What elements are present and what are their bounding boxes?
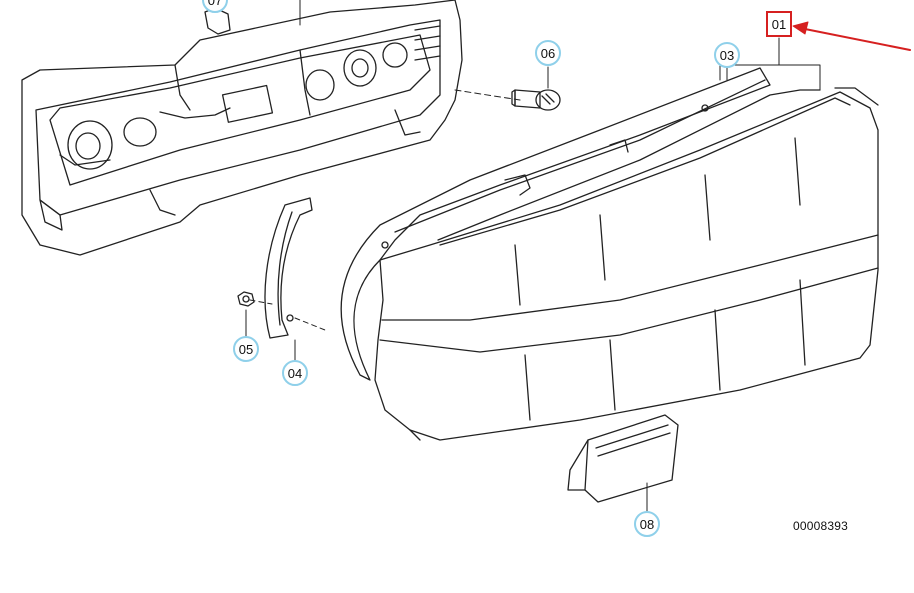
tail-light-lens-01 xyxy=(374,87,879,441)
callout-05-label: 05 xyxy=(238,341,254,357)
document-number: 00008393 xyxy=(793,519,848,533)
callout-07-label: 07 xyxy=(207,0,223,8)
nut-05 xyxy=(237,291,255,307)
callout-06-label: 06 xyxy=(540,45,556,61)
callout-08-label: 08 xyxy=(639,516,655,532)
callout-03-label: 03 xyxy=(719,47,735,63)
callout-05[interactable]: 05 xyxy=(233,336,259,362)
callout-08[interactable]: 08 xyxy=(634,511,660,537)
gasket-frame-03 xyxy=(340,67,821,381)
callout-01-label: 01 xyxy=(771,16,787,32)
bulb-06 xyxy=(511,89,561,111)
bulb-carrier xyxy=(21,0,463,256)
callout-04[interactable]: 04 xyxy=(282,360,308,386)
selection-arrow xyxy=(792,21,911,51)
callout-01[interactable]: 01 xyxy=(766,11,792,37)
gasket-04 xyxy=(264,197,313,339)
callout-06[interactable]: 06 xyxy=(535,40,561,66)
callout-03[interactable]: 03 xyxy=(714,42,740,68)
callout-04-label: 04 xyxy=(287,365,303,381)
reflector-08 xyxy=(567,414,679,503)
